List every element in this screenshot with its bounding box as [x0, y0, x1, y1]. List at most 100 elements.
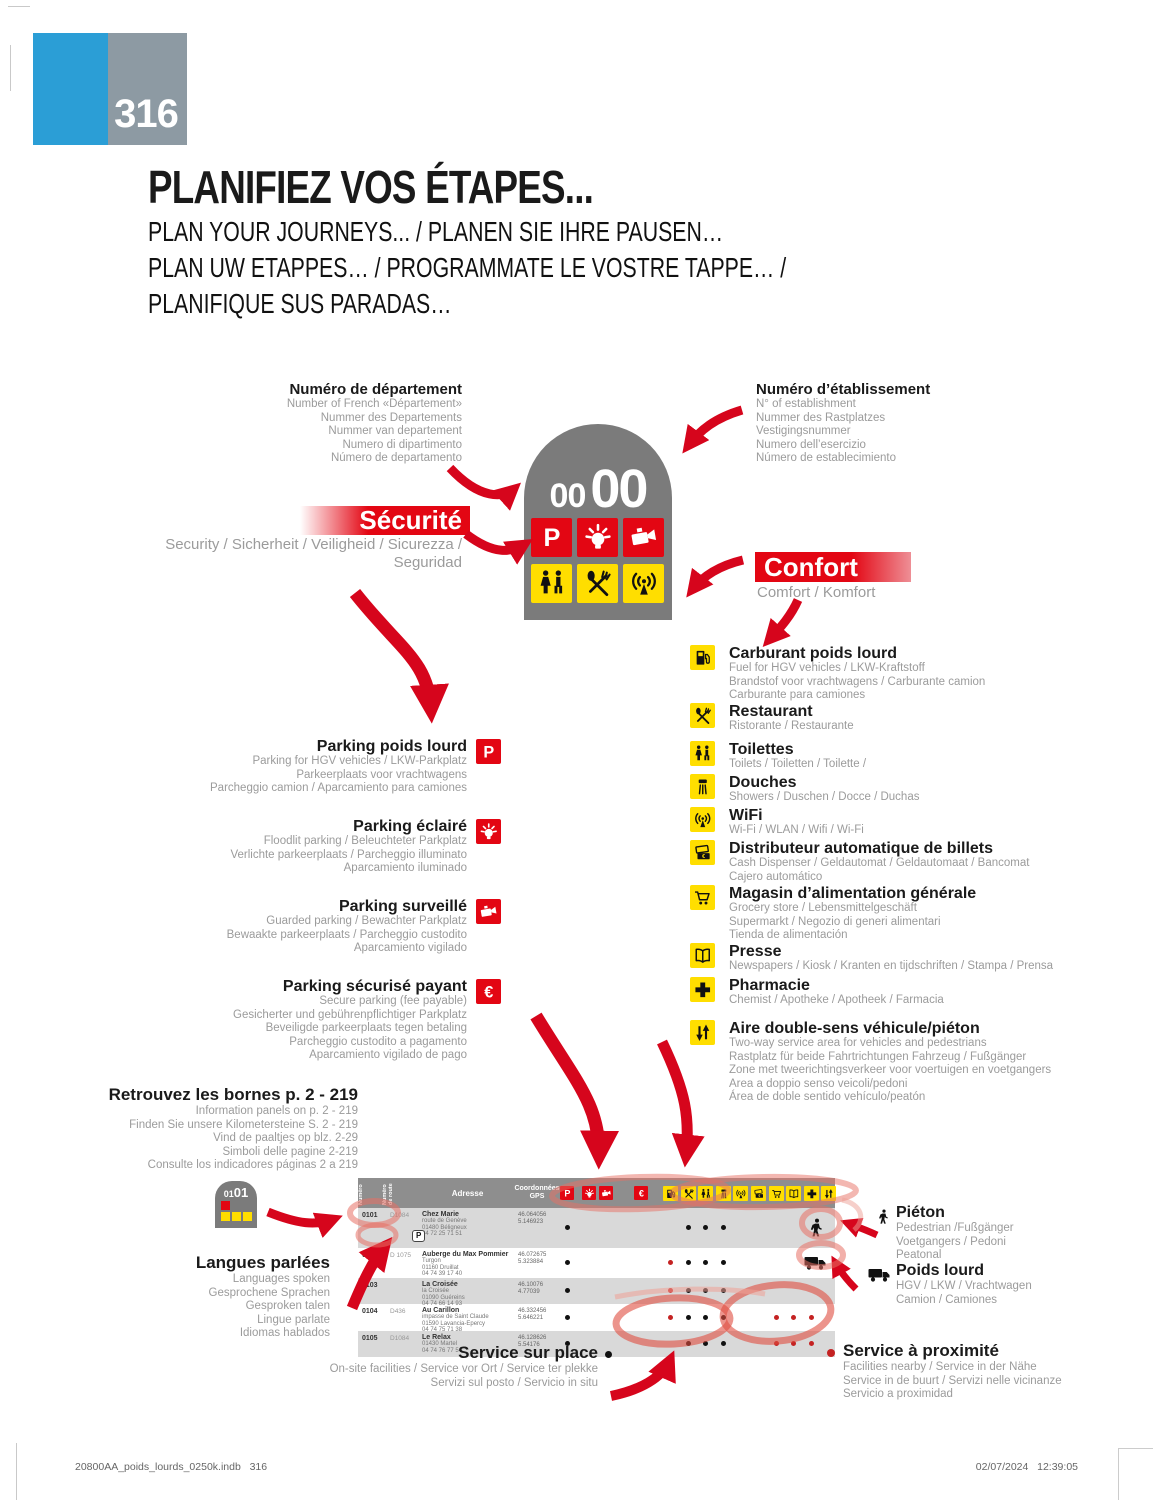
- text-line: Simboli delle pagine 2-219: [222, 1145, 358, 1158]
- text-line: 04 74 39 17 40: [422, 1271, 463, 1277]
- restaurant-icon: [577, 564, 618, 603]
- service-translations: Cash Dispenser / Geldautomat / Geldautom…: [729, 857, 1029, 884]
- arrow-surplace-to-dots: [609, 1350, 676, 1401]
- light-icon: [577, 518, 618, 557]
- text-line: On-site facilities / Service vor Ort / S…: [329, 1363, 598, 1375]
- wifi-icon: [623, 564, 664, 603]
- text-line: Grocery store / Lebensmittelgeschäft: [729, 902, 917, 914]
- service-item-wifi: WiFi Wi-Fi / WLAN / Wifi / Wi-Fi: [690, 807, 864, 838]
- text-line: Showers / Duschen / Docce / Duchas: [729, 791, 920, 803]
- header-adresse: Adresse: [451, 1189, 484, 1198]
- pedestrian-icon: [876, 1206, 892, 1228]
- service-dot-toilettes: [702, 1341, 708, 1346]
- text-line: Toilets / Toiletten / Toilette /: [729, 758, 867, 770]
- service-title: Douches: [729, 774, 797, 791]
- parking-icon: P: [476, 739, 501, 764]
- text-line: Área de doble sentido vehículo/peatón: [729, 1091, 926, 1103]
- text-line: Turgon: [422, 1258, 441, 1264]
- service-dot-restaurant: [685, 1288, 691, 1293]
- service-proximite-block: Service à proximité Facilities nearby / …: [843, 1341, 1123, 1402]
- header-gps: Coordonnées GPS: [514, 1185, 560, 1200]
- row-numero: 0102: [362, 1252, 378, 1259]
- sign-numbers: 0000: [524, 458, 672, 520]
- row-numero: 0101: [362, 1212, 378, 1219]
- row-name: Au Carillon: [422, 1307, 460, 1314]
- service-dot-parking: [564, 1288, 570, 1293]
- service-item-magasin: Magasin d’alimentation générale Grocery …: [690, 885, 976, 943]
- service-translations: Chemist / Apotheke / Apotheek / Farmacia: [729, 994, 944, 1008]
- footer-page: 316: [249, 1461, 268, 1473]
- cart-icon: [769, 1186, 784, 1201]
- dept-number-block: Numéro de département Number of French «…: [142, 381, 462, 466]
- service-sur-place-block: Service sur place On-site facilities / S…: [290, 1343, 598, 1390]
- svg-text:€: €: [638, 1188, 643, 1198]
- row-name: Le Relax: [422, 1334, 451, 1341]
- dept-number-title: Numéro de département: [289, 381, 462, 398]
- table-header: Numéro Numéro de route Adresse Coordonné…: [358, 1178, 836, 1208]
- parking-title: Parking éclairé: [353, 818, 467, 835]
- registration-mark: [1118, 1448, 1153, 1500]
- mini-red-square: [221, 1201, 230, 1210]
- text-line: Idiomas hablados: [239, 1327, 330, 1339]
- text-line: impasse de Saint Claude: [422, 1314, 489, 1320]
- text-line: Security / Sicherheit / Veiligheid / Sic…: [165, 536, 462, 553]
- sign-comfort-row: [531, 564, 664, 603]
- text-line: Servizi sul posto / Servicio in situ: [430, 1376, 598, 1389]
- text-line: Carburante para camiones: [729, 689, 866, 701]
- light-icon: [582, 1186, 596, 1200]
- text-line: 5.646221: [518, 1315, 544, 1321]
- parking-translations: Secure parking (fee payable)Gesicherter …: [122, 995, 467, 1063]
- service-item-restaurant: Restaurant Ristorante / Restaurante: [690, 703, 854, 734]
- svg-text:P: P: [564, 1188, 570, 1198]
- mini-yellow-square: [232, 1212, 241, 1221]
- footer-time: 12:39:05: [1037, 1461, 1078, 1473]
- text-line: Verlichte parkeerplaats / Parcheggio ill…: [230, 848, 467, 861]
- row-numero: 0104: [362, 1308, 378, 1315]
- text-line: Pedestrian /Fußgänger: [896, 1222, 1014, 1234]
- arrow-confort-to-list: [762, 598, 803, 648]
- text-line: Bewaakte parkeerplaats / Parcheggio cust…: [226, 928, 467, 941]
- estab-number-block: Numéro d’établissement N° of establishme…: [756, 381, 1056, 466]
- text-line: Supermarkt / Negozio di generi alimentar…: [729, 915, 941, 928]
- camera-icon: [599, 1186, 613, 1200]
- row-route: D 1075: [390, 1252, 411, 1259]
- text-line: Parkeerplaats voor vrachtwagens: [296, 768, 467, 781]
- service-dot-restaurant: [685, 1225, 691, 1230]
- service-dot-parking: [564, 1225, 570, 1230]
- service-dot-parking: [564, 1314, 570, 1320]
- security-translations: Security / Sicherheit / Veiligheid / Sic…: [142, 536, 462, 572]
- arrow-to-table-red-icons: [530, 1012, 619, 1170]
- service-translations: Showers / Duschen / Docce / Duchas: [729, 791, 919, 805]
- service-item-pharmacie: Pharmacie Chemist / Apotheke / Apotheek …: [690, 977, 944, 1008]
- text-line: Consulte los indicadores páginas 2 a 219: [147, 1159, 358, 1171]
- toilets-icon: [531, 564, 572, 603]
- service-title: Carburant poids lourd: [729, 645, 897, 662]
- poids-lourd-title: Poids lourd: [896, 1262, 984, 1279]
- stops-table: Numéro Numéro de route Adresse Coordonné…: [358, 1178, 836, 1357]
- dept-number-value: 00: [549, 477, 587, 515]
- text-line: Gesprochene Sprachen: [208, 1286, 330, 1299]
- comfort-translations: Comfort / Komfort: [757, 584, 875, 602]
- text-line: Numero di dipartimento: [342, 438, 462, 451]
- mini-dept-number: 01: [223, 1189, 234, 1199]
- light-icon: [476, 819, 501, 844]
- text-line: Chemist / Apotheke / Apotheek / Farmacia: [729, 994, 944, 1006]
- swoosh-right: [841, 1197, 864, 1232]
- service-title: Restaurant: [729, 703, 813, 720]
- service-dot-restaurant: [685, 1260, 691, 1265]
- atm-icon: €: [751, 1186, 766, 1201]
- arrow-to-table-yellow-icons: [657, 1039, 705, 1168]
- service-dot-presse: [790, 1341, 796, 1346]
- text-line: Area a doppio senso veicoli/pedoni: [729, 1077, 908, 1090]
- row-route: D1084: [390, 1212, 410, 1219]
- press-icon: [690, 943, 715, 968]
- service-title: Presse: [729, 943, 782, 960]
